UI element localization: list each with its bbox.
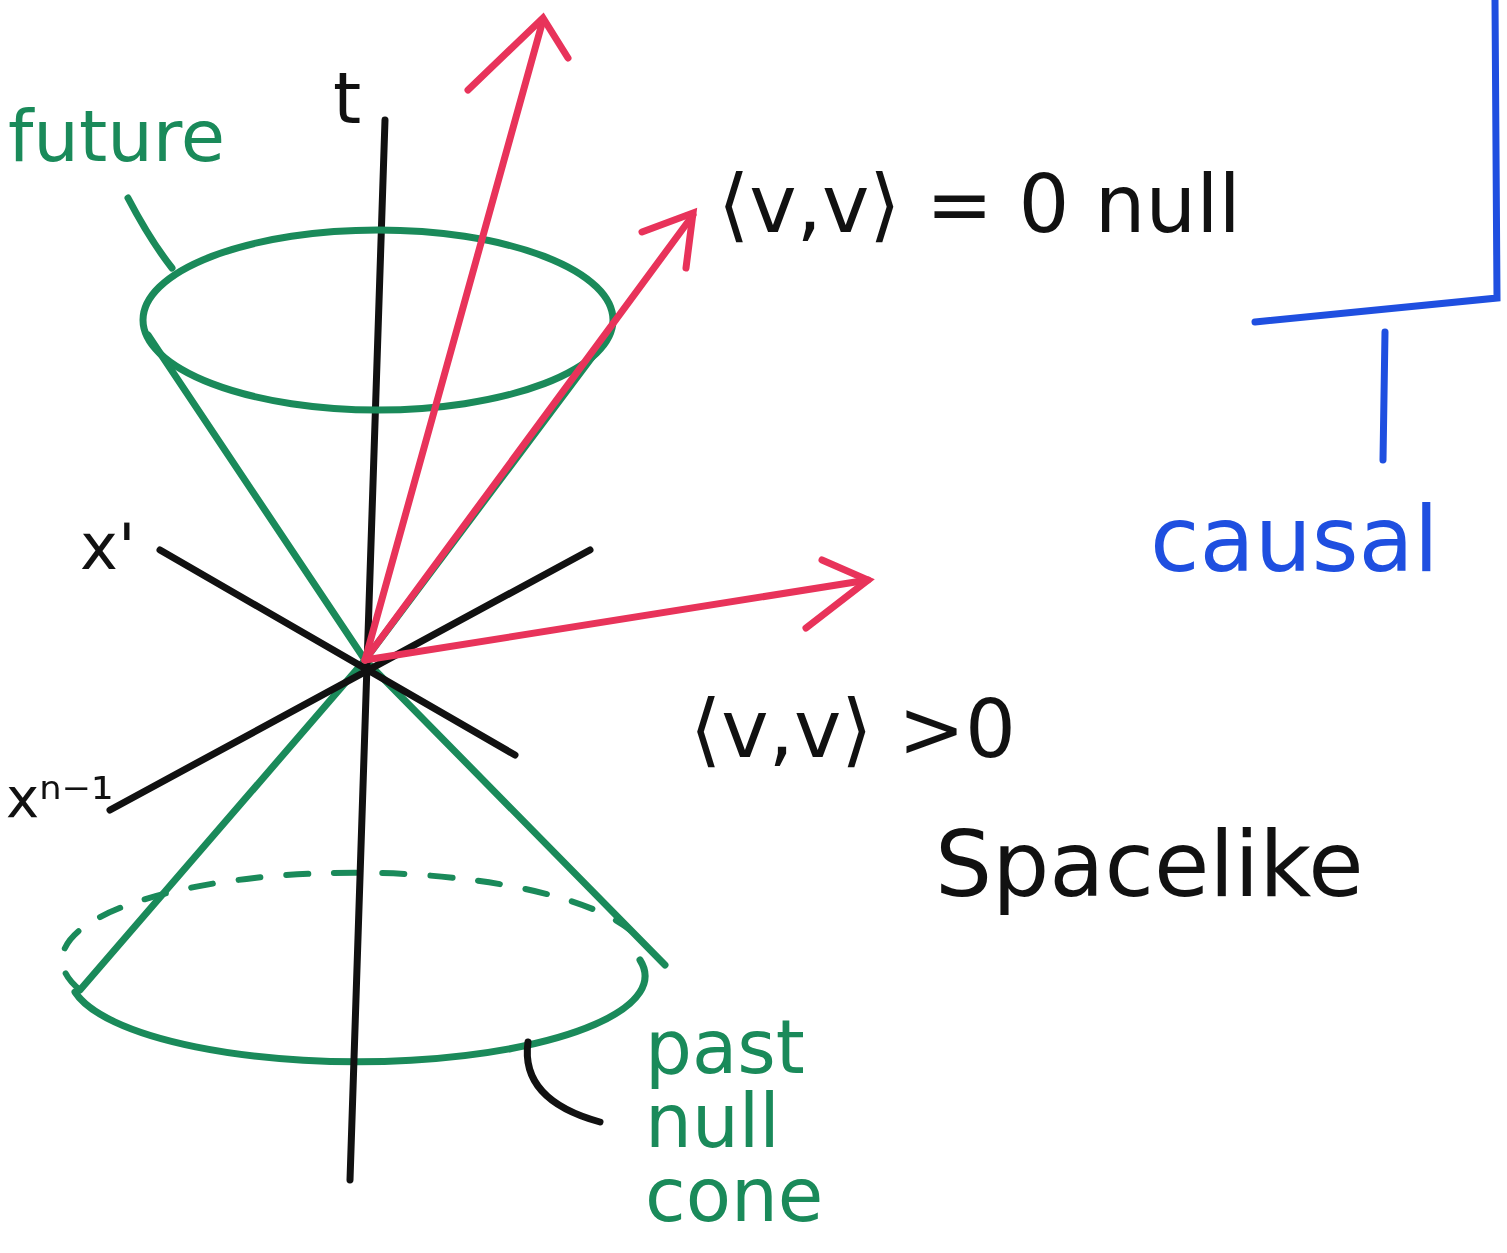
future-cone-side	[148, 335, 365, 660]
null-condition: ⟨v,v⟩ = 0 null	[718, 165, 1241, 245]
spacelike-condition: ⟨v,v⟩ >0	[690, 690, 1016, 770]
past-cone-side	[80, 660, 365, 990]
timelike-vector	[365, 20, 543, 660]
past-cone-back	[62, 873, 630, 990]
leader-bracket	[527, 1042, 600, 1122]
axis-label: x'	[80, 515, 135, 579]
causal-bracket	[1383, 332, 1385, 460]
axis-label: xⁿ⁻¹	[6, 770, 113, 826]
arrow-head	[806, 560, 868, 628]
axis-label: t	[333, 62, 361, 134]
leader-line	[128, 198, 172, 268]
future-cone-rim	[143, 230, 613, 410]
cone-label: future	[8, 100, 225, 172]
spacelike-label: Spacelike	[935, 820, 1364, 910]
arrow-head	[642, 213, 693, 268]
null-vector	[365, 215, 693, 660]
xn-axis	[110, 550, 590, 810]
causal-bracket	[1255, 0, 1497, 322]
spacelike-vector	[365, 580, 868, 660]
x1-axis	[160, 550, 515, 755]
past-cone-side	[365, 660, 665, 965]
causal-label: causal	[1150, 495, 1439, 585]
cone-label: past null cone	[645, 1010, 920, 1232]
arrow-head	[468, 18, 568, 90]
